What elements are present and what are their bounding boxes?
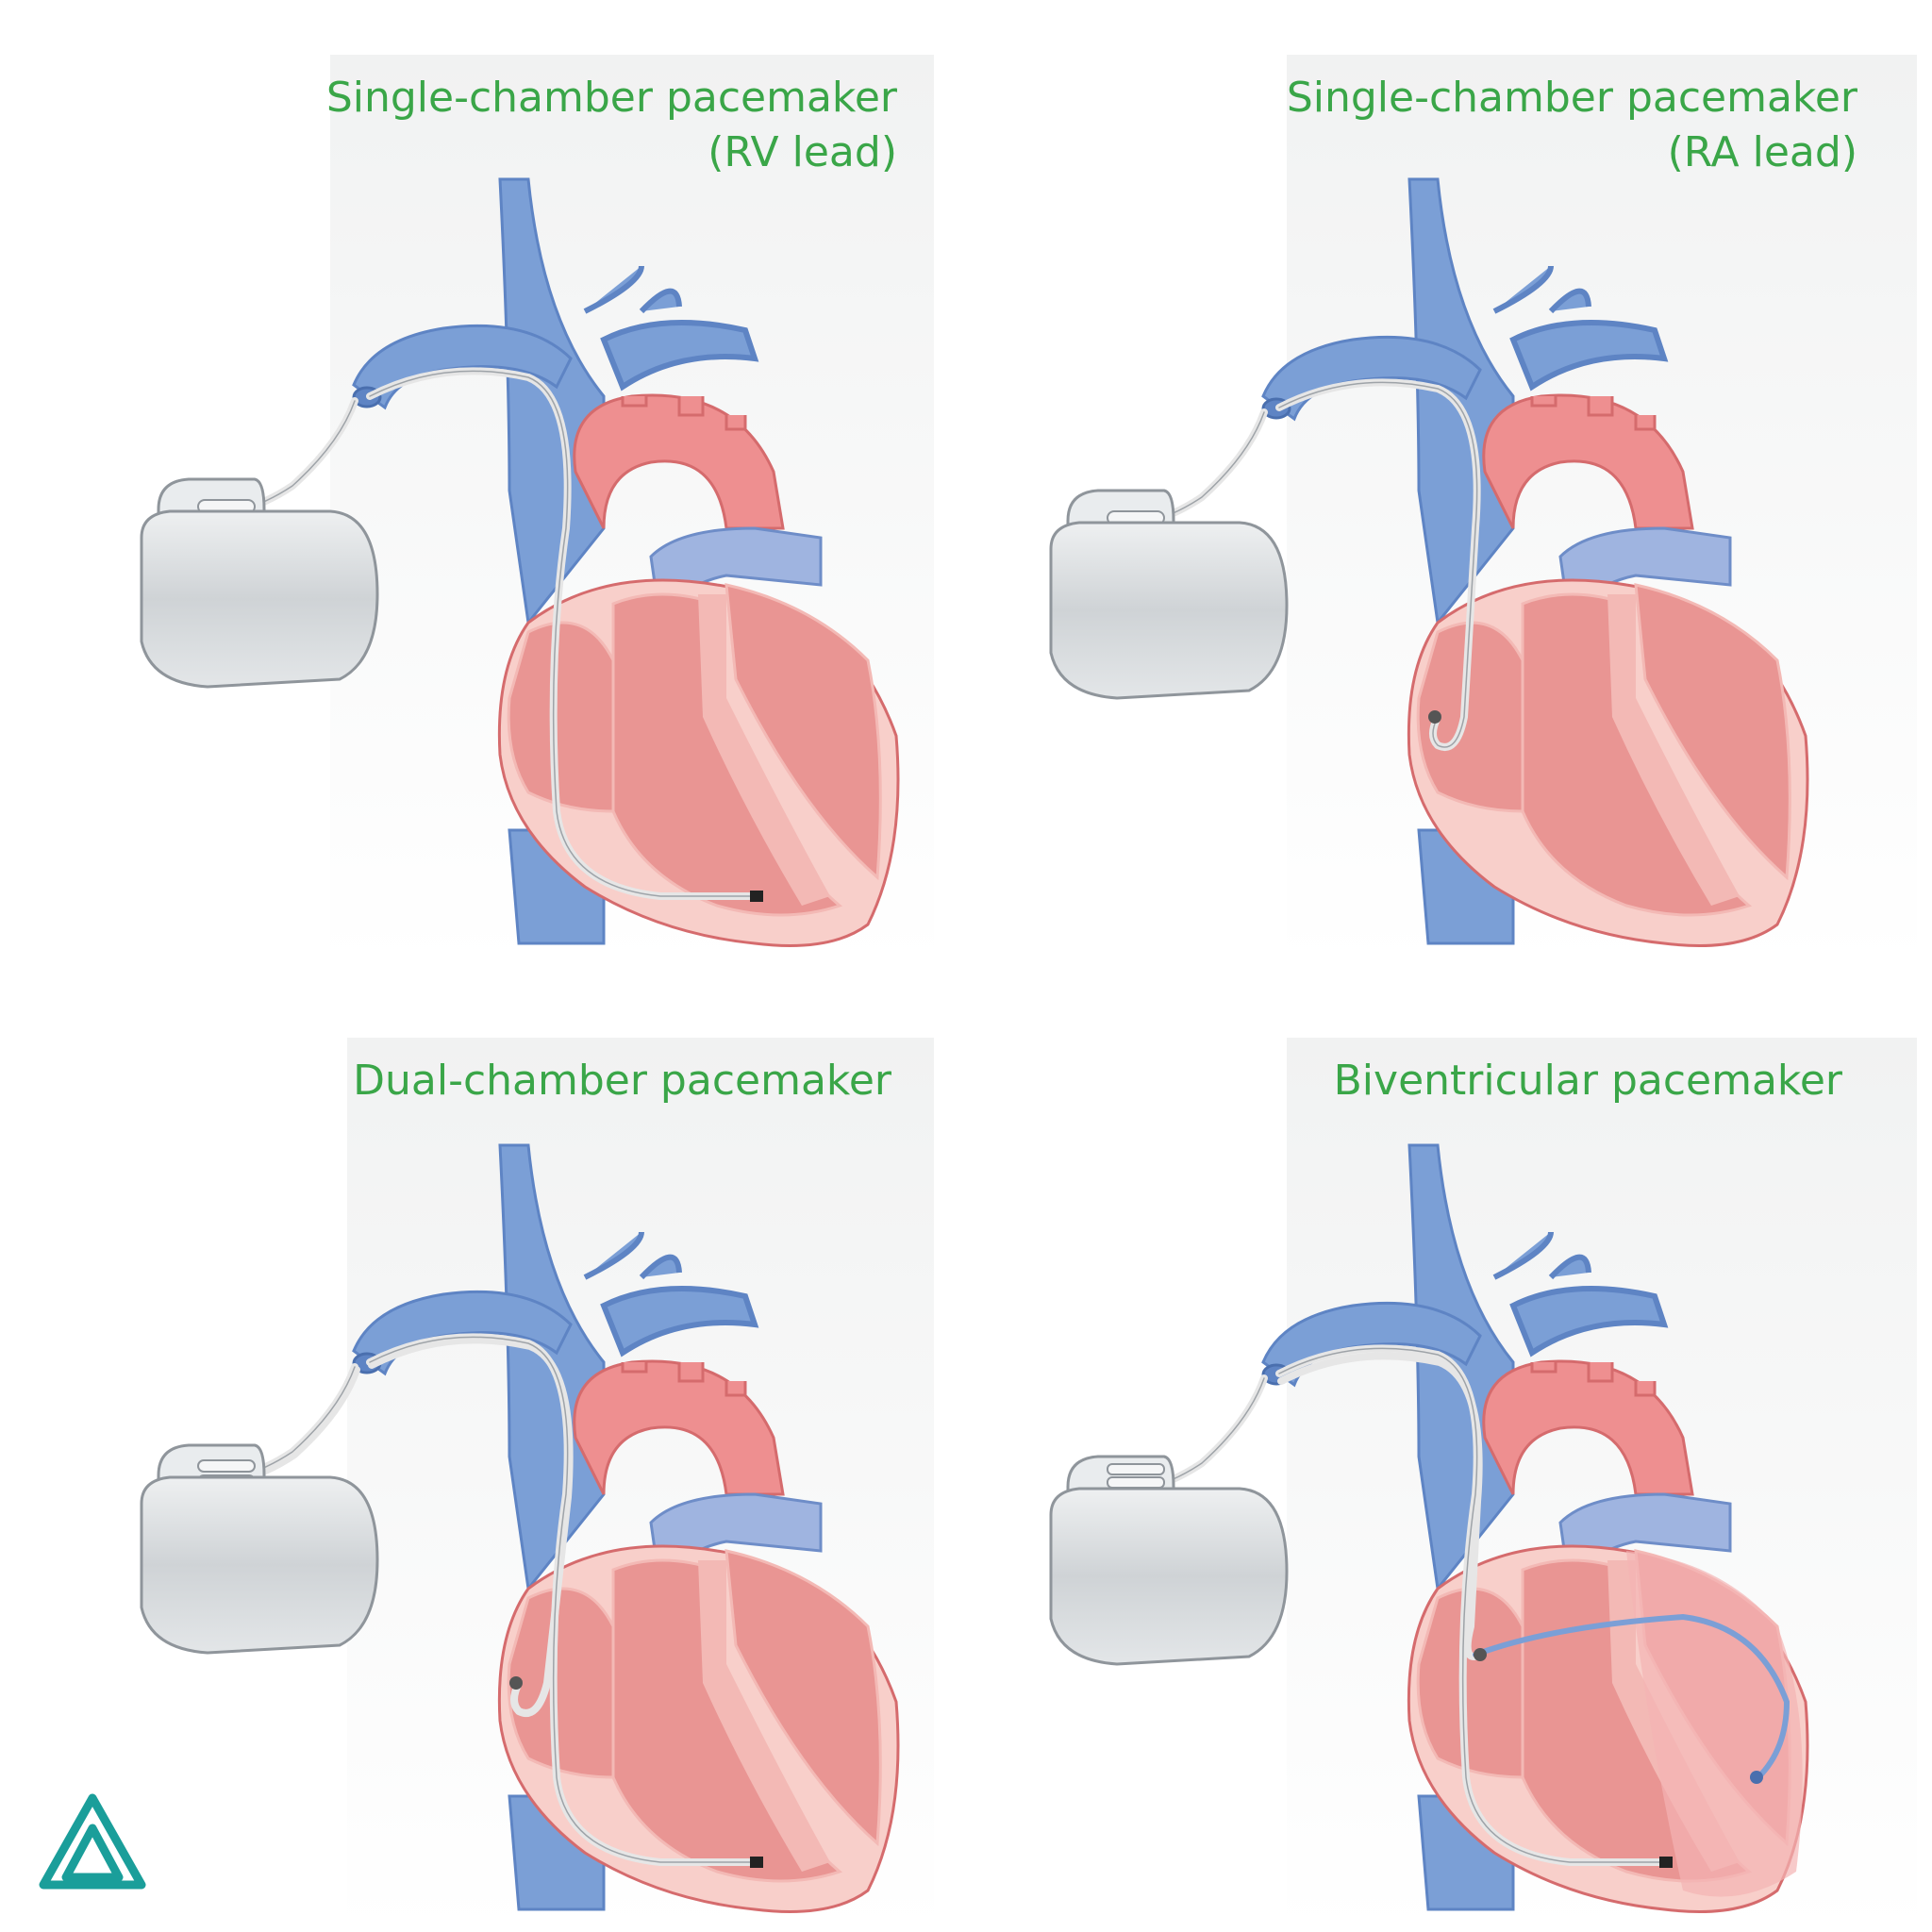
panel-title: Biventricular pacemaker	[1334, 1054, 1842, 1108]
superior-vena-cava	[1407, 1143, 1515, 1592]
pulse-generator	[140, 1443, 379, 1655]
aorta-branches	[621, 396, 747, 431]
title-line-2: (RV lead)	[708, 128, 897, 176]
atrial-lead-tip	[1474, 1648, 1487, 1661]
septum	[1607, 594, 1740, 906]
panel-ra-lead: Single-chamber pacemaker (RA lead)	[966, 0, 1932, 966]
panel-title: Dual-chamber pacemaker	[353, 1054, 891, 1108]
pulse-generator	[1049, 1455, 1289, 1666]
pulmonary-vessels	[583, 265, 759, 391]
heart-illustration	[1261, 177, 1809, 947]
panel-dual-chamber: Dual-chamber pacemaker	[0, 966, 966, 1932]
panel-title: Single-chamber pacemaker (RA lead)	[1287, 71, 1857, 180]
right-atrium	[507, 621, 615, 813]
heart-illustration	[352, 177, 900, 947]
coronary-sinus-lead	[1473, 1613, 1790, 1780]
heart-illustration	[352, 1143, 900, 1913]
panel-title: Single-chamber pacemaker (RV lead)	[326, 71, 897, 180]
panel-rv-lead: Single-chamber pacemaker (RV lead)	[0, 0, 966, 966]
title-line-1: Single-chamber pacemaker	[325, 74, 897, 122]
superior-vena-cava	[1407, 177, 1515, 626]
rv-lead-illustration	[140, 55, 934, 966]
panel-biventricular: Biventricular pacemaker	[966, 966, 1932, 1932]
pulmonary-vessels	[1492, 265, 1669, 391]
title-line-1: Single-chamber pacemaker	[1286, 74, 1857, 122]
right-atrium	[1416, 621, 1524, 813]
pulmonary-vessels	[1492, 1231, 1669, 1357]
septum	[698, 1560, 830, 1872]
title-line-1: Dual-chamber pacemaker	[353, 1057, 891, 1105]
triangle-logo-icon	[39, 1793, 146, 1890]
right-atrium	[507, 1587, 615, 1779]
ra-lead-illustration	[1049, 55, 1917, 966]
ventricular-lead-tip	[750, 1857, 763, 1868]
dual-chamber-illustration	[140, 1038, 934, 1932]
left-ventricle-overlay	[1626, 1551, 1803, 1897]
lead-tip	[750, 891, 763, 902]
atrial-lead-tip	[509, 1676, 523, 1690]
lv-lead-tip	[1750, 1771, 1763, 1784]
title-line-1: Biventricular pacemaker	[1333, 1057, 1842, 1105]
pulmonary-vessels	[583, 1231, 759, 1357]
lead-tip	[1428, 710, 1441, 724]
pulse-generator	[140, 477, 379, 689]
aorta-branches	[1530, 396, 1657, 431]
pulse-generator	[1049, 489, 1289, 700]
atrial-lead	[1277, 1352, 1484, 1660]
aorta-branches	[1530, 1362, 1657, 1397]
rv-lead-tip	[1659, 1857, 1673, 1868]
right-atrium	[1416, 1587, 1524, 1779]
septum	[698, 594, 830, 906]
title-line-2: (RA lead)	[1667, 128, 1857, 176]
aorta-branches	[621, 1362, 747, 1397]
biventricular-illustration	[1049, 1038, 1917, 1932]
